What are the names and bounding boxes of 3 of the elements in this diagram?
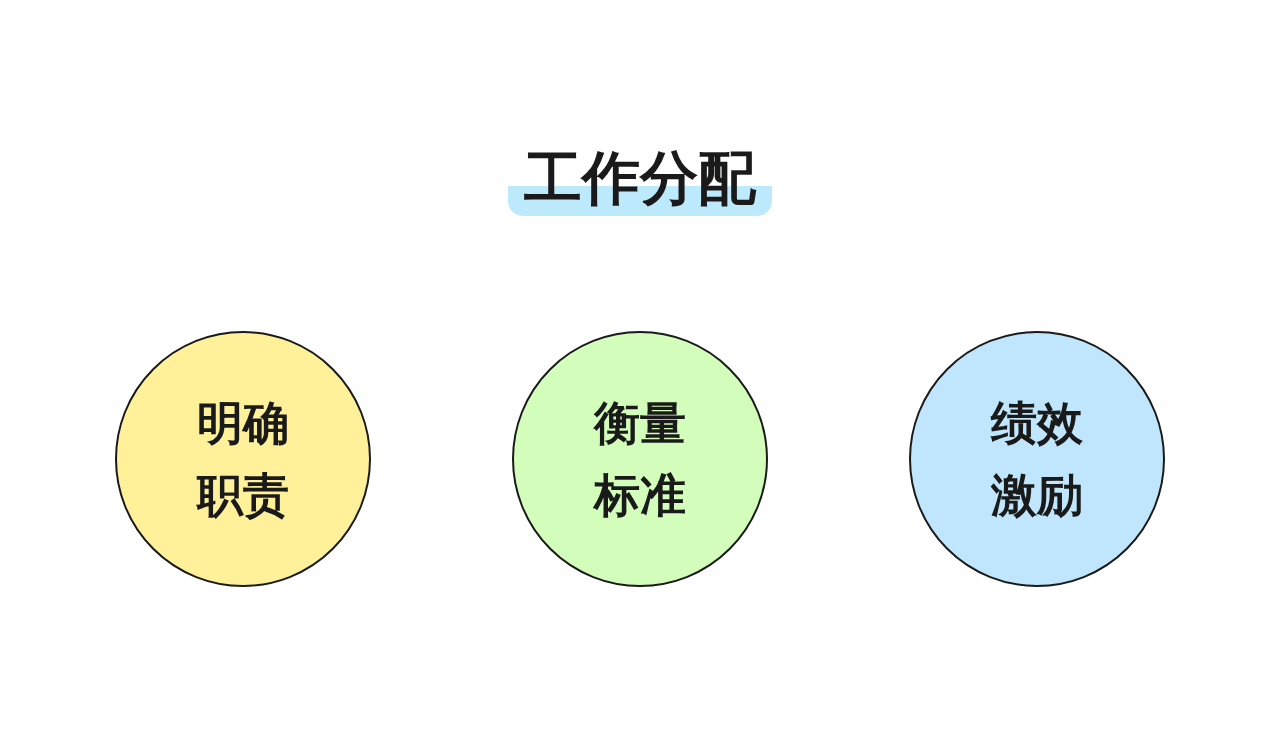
circle-label: 明确职责 — [195, 395, 290, 524]
circle-label: 衡量标准 — [592, 395, 687, 524]
circle-label: 绩效激励 — [989, 395, 1084, 524]
